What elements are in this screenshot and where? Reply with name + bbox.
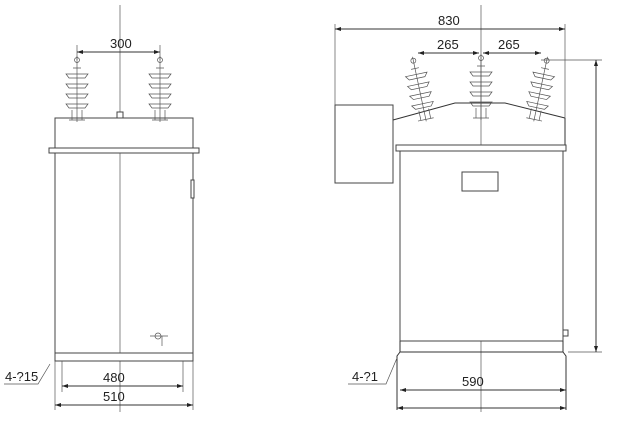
hole-leader <box>348 357 398 385</box>
side-fitting <box>190 179 195 199</box>
dim-terminal-spacing-left: 265 <box>437 37 459 52</box>
dim-terminal-spacing: 300 <box>110 36 132 51</box>
flange <box>48 147 200 154</box>
terminal-box <box>334 104 394 184</box>
insulator-left <box>401 54 438 124</box>
top-cover <box>54 117 194 151</box>
flange <box>395 144 567 152</box>
insulator-right <box>522 54 559 124</box>
ground-terminal-icon <box>150 332 168 346</box>
tank-body <box>54 152 194 354</box>
insulator-center <box>469 53 493 121</box>
dim-base-width: 590 <box>462 374 484 389</box>
insulator-left <box>65 55 89 123</box>
base <box>396 341 567 410</box>
hole-label: 4-?1 <box>352 369 378 384</box>
ground-terminal-icon <box>562 329 569 337</box>
nameplate <box>461 171 499 192</box>
left-view: 300 480 510 4-?15 <box>4 5 200 412</box>
right-view: 830 265 265 590 4-?1 <box>334 5 602 412</box>
dim-overall-width: 830 <box>438 13 460 28</box>
dim-overall-width: 510 <box>103 389 125 404</box>
hole-leader <box>4 363 51 385</box>
dim-terminal-spacing-right: 265 <box>498 37 520 52</box>
dim-mount-spacing: 480 <box>103 370 125 385</box>
base <box>54 352 194 362</box>
hole-label: 4-?15 <box>5 369 38 384</box>
insulator-right <box>148 55 172 123</box>
